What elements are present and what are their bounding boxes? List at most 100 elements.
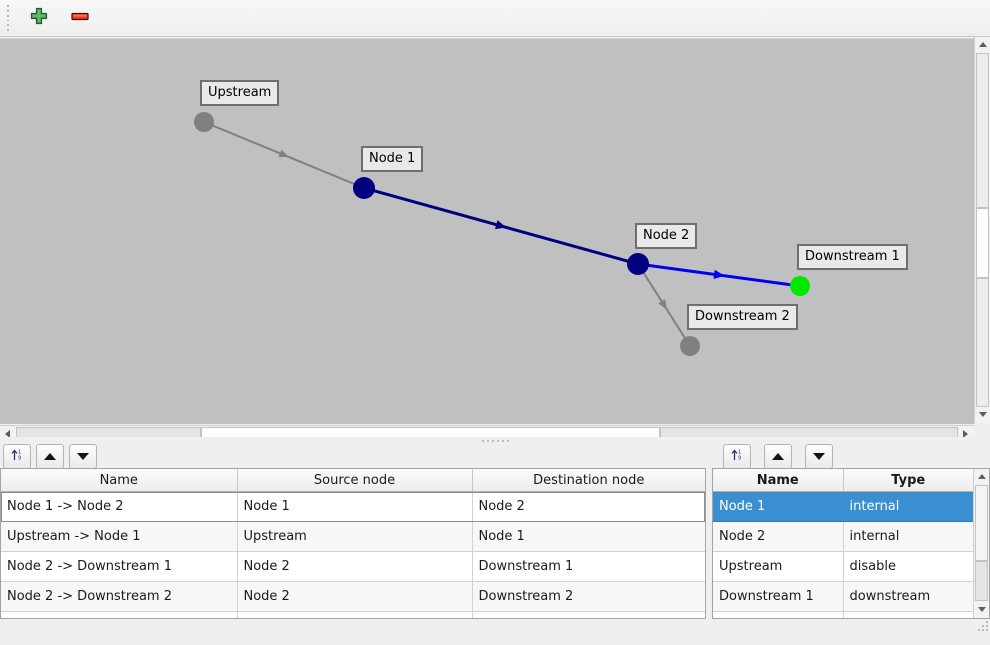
scroll-left-arrow-icon: [5, 429, 10, 438]
table-cell[interactable]: Node 2: [237, 581, 473, 612]
table-cell[interactable]: Upstream: [237, 521, 473, 552]
table-cell[interactable]: Node 1: [472, 521, 705, 552]
move-up-button[interactable]: [764, 443, 792, 469]
move-down-button[interactable]: [69, 443, 97, 469]
column-header-name[interactable]: Name: [1, 469, 238, 492]
graph-node-upstream[interactable]: [194, 112, 214, 132]
connections-toolbar: 1 9: [0, 443, 706, 469]
graph-node-label-downstream2[interactable]: Downstream 2: [687, 304, 798, 330]
sort-az-icon: 1 9: [730, 447, 745, 466]
scroll-down-button[interactable]: [975, 407, 990, 422]
red-minus-icon: [69, 6, 91, 30]
table-cell[interactable]: internal: [843, 521, 973, 552]
graph-node-label-downstream1[interactable]: Downstream 1: [797, 244, 908, 270]
triangle-up-icon: [44, 452, 56, 460]
column-header-type[interactable]: Type: [843, 469, 973, 492]
graph-edge-arrow-node1-node2: [494, 220, 507, 230]
sort-button[interactable]: 1 9: [723, 443, 751, 469]
scroll-up-button[interactable]: [975, 37, 990, 52]
nodes-toolbar: 1 9: [712, 443, 990, 469]
graph-svg: [194, 112, 810, 356]
table-cell[interactable]: Upstream: [713, 551, 844, 582]
table-cell[interactable]: Node 1: [237, 491, 473, 522]
table-cell[interactable]: Downstream 1: [472, 551, 705, 582]
table-cell-empty: [1, 611, 238, 618]
svg-text:1: 1: [18, 449, 21, 455]
scroll-down-arrow-icon: [978, 412, 987, 417]
panel-splitter[interactable]: [0, 437, 990, 444]
graph-node-node2[interactable]: [627, 253, 649, 275]
svg-text:1: 1: [738, 449, 741, 455]
table-cell[interactable]: Downstream 1: [713, 581, 844, 612]
table-cell[interactable]: internal: [843, 491, 973, 522]
scroll-up-button[interactable]: [974, 469, 989, 484]
table-cell[interactable]: Node 1: [713, 491, 844, 522]
column-header-destination-node[interactable]: Destination node: [472, 469, 705, 492]
move-up-button[interactable]: [36, 443, 64, 469]
table-cell-empty: [843, 611, 973, 618]
table-cell[interactable]: Downstream 2: [472, 581, 705, 612]
main-toolbar: [0, 0, 990, 37]
column-header-name[interactable]: Name: [713, 469, 844, 492]
nodes-vscroll-track-upper[interactable]: [975, 485, 988, 561]
table-cell[interactable]: downstream: [843, 581, 973, 612]
graph-node-label-upstream[interactable]: Upstream: [200, 80, 280, 106]
table-cell[interactable]: disable: [843, 551, 973, 582]
graph-node-label-node1[interactable]: Node 1: [361, 146, 424, 172]
table-cell-empty: [472, 611, 705, 618]
graph-node-downstream1[interactable]: [790, 276, 810, 296]
table-cell[interactable]: Node 2 -> Downstream 2: [1, 581, 238, 612]
triangle-down-icon: [77, 452, 89, 460]
scroll-down-button[interactable]: [974, 602, 989, 617]
canvas-vscroll-track-upper[interactable]: [976, 53, 989, 208]
column-header-source-node[interactable]: Source node: [237, 469, 473, 492]
canvas-vertical-scrollbar[interactable]: [974, 37, 990, 423]
canvas-vscroll-thumb[interactable]: [976, 208, 989, 278]
table-cell[interactable]: Node 2: [713, 521, 844, 552]
canvas-vscroll-track-lower[interactable]: [976, 278, 989, 407]
scroll-up-arrow-icon: [977, 474, 986, 479]
graph-node-node1[interactable]: [353, 177, 375, 199]
graph-edge-arrow-node2-downstream1: [713, 269, 725, 279]
graph-node-downstream2[interactable]: [680, 336, 700, 356]
table-cell[interactable]: Upstream -> Node 1: [1, 521, 238, 552]
add-button[interactable]: [23, 3, 55, 33]
sort-button[interactable]: 1 9: [3, 443, 31, 469]
toolbar-drag-grip[interactable]: [3, 5, 13, 31]
move-down-button[interactable]: [805, 443, 833, 469]
table-cell[interactable]: Node 2: [472, 491, 705, 522]
graph-node-label-node2[interactable]: Node 2: [635, 223, 698, 249]
table-cell[interactable]: Node 2: [237, 551, 473, 582]
nodes-vscroll-thumb[interactable]: [975, 561, 988, 601]
triangle-down-icon: [813, 452, 825, 460]
table-cell[interactable]: Node 1 -> Node 2: [1, 491, 238, 522]
scroll-down-arrow-icon: [977, 607, 986, 612]
svg-text:9: 9: [738, 455, 741, 461]
nodes-vertical-scrollbar[interactable]: [973, 469, 989, 618]
scroll-right-arrow-icon: [963, 429, 968, 438]
remove-button[interactable]: [64, 3, 96, 33]
splitter-grip: [481, 439, 509, 442]
table-cell-empty: [713, 611, 844, 618]
table-cell[interactable]: Node 2 -> Downstream 1: [1, 551, 238, 582]
graph-edge-arrow-upstream-node1: [278, 149, 289, 158]
window-resize-grip[interactable]: [978, 621, 990, 633]
